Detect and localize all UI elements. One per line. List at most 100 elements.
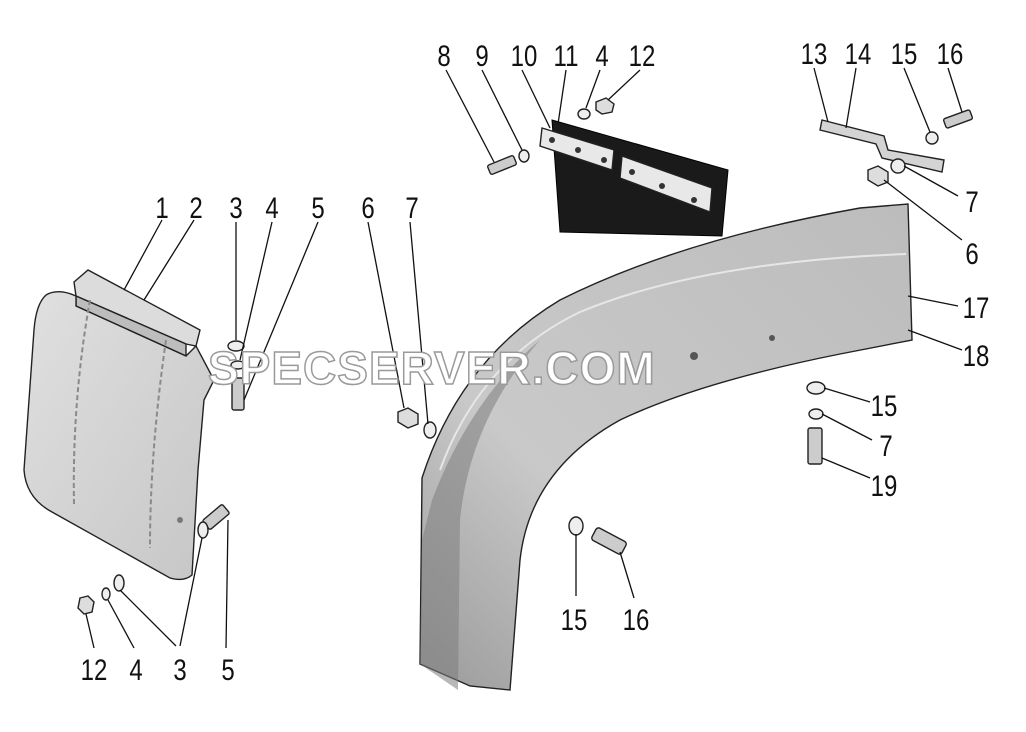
washer-3-upper	[227, 340, 245, 352]
callout-16-top: 16	[937, 36, 964, 70]
washer-15-bottom	[568, 516, 584, 536]
callout-19: 19	[871, 468, 898, 502]
leader	[557, 69, 567, 125]
leader	[85, 613, 95, 649]
flap-rib-left	[72, 299, 91, 506]
flap-hole	[177, 517, 183, 523]
callout-4-top: 4	[595, 38, 608, 72]
callout-11: 11	[554, 38, 579, 72]
fender-hole	[690, 352, 698, 360]
washer-15-right	[806, 381, 826, 395]
watermark-text: SPECSERVER.COM	[208, 342, 656, 394]
leader	[823, 387, 871, 403]
washer-3-lower-a	[197, 521, 209, 539]
strip-hole	[575, 147, 581, 153]
leader	[907, 329, 963, 351]
fender-hole	[769, 335, 775, 341]
callout-5-bottom: 5	[221, 652, 234, 686]
callout-7-right-top: 7	[965, 184, 978, 218]
spring-washer-4-upper	[230, 360, 246, 370]
leader	[903, 165, 959, 197]
right-hardware	[568, 109, 974, 555]
nut-6-center	[397, 407, 419, 429]
leader	[107, 599, 135, 649]
strip-hole	[601, 157, 607, 163]
callout-17: 17	[963, 290, 990, 324]
callout-12-bottom: 12	[81, 652, 108, 686]
bolt-16-bottom	[591, 527, 627, 555]
washer-9	[518, 149, 530, 163]
leader	[143, 219, 195, 301]
spring-washer-4-lower	[101, 587, 111, 601]
callout-3: 3	[229, 190, 242, 224]
leader	[225, 519, 229, 649]
leader	[445, 69, 495, 163]
nut-12-lower	[77, 595, 95, 615]
callout-9: 9	[475, 38, 488, 72]
leader	[619, 551, 635, 599]
strip-hole	[629, 169, 635, 175]
nut-12-top	[595, 97, 615, 115]
strip-hole	[549, 137, 555, 143]
washer-3-lower-b	[113, 574, 125, 592]
fender-shadow	[420, 340, 540, 690]
bracket-14	[819, 119, 945, 173]
strip-plate-right	[619, 155, 713, 213]
callout-2: 2	[189, 190, 202, 224]
callout-labels: 1 2 3 4 5 6 7 8 9 10 11 4 12 13 14 15 16…	[81, 36, 990, 686]
spring-washer-4-top	[577, 108, 591, 120]
fender-assembly	[419, 203, 913, 691]
fender-crease	[439, 253, 907, 471]
leader	[243, 221, 319, 401]
callout-15-top: 15	[891, 36, 918, 70]
leader	[845, 67, 857, 129]
leader	[123, 219, 163, 291]
callout-16-bottom: 16	[623, 602, 650, 636]
leader	[481, 69, 523, 151]
callout-10: 10	[511, 38, 538, 72]
spring-washer-7-center	[423, 421, 437, 439]
leader	[821, 457, 871, 479]
mud-flap-assembly	[23, 269, 215, 581]
spring-washer-7-right	[808, 408, 824, 420]
flap-rib-right	[149, 339, 167, 549]
callout-6-right: 6	[965, 236, 978, 270]
bolt-8	[487, 155, 517, 175]
leader	[813, 67, 829, 123]
leader	[585, 69, 601, 109]
callout-4: 4	[265, 190, 278, 224]
bolt-19	[807, 427, 823, 465]
callout-14: 14	[845, 36, 872, 70]
spring-washer-7-top	[890, 158, 906, 174]
strip-hole	[659, 183, 665, 189]
rubber-strip-assembly	[487, 97, 729, 237]
callout-15-bottom: 15	[561, 602, 588, 636]
leader	[607, 69, 641, 101]
leader	[179, 537, 203, 647]
bolt-16-top	[942, 109, 974, 129]
mud-flap	[23, 291, 215, 581]
callout-15-right: 15	[871, 388, 898, 422]
leader	[367, 221, 405, 409]
washer-15-top	[925, 131, 939, 145]
left-hardware	[77, 340, 437, 615]
callout-13: 13	[801, 36, 828, 70]
callout-7: 7	[405, 190, 418, 224]
callout-18: 18	[963, 338, 990, 372]
callout-3-bottom: 3	[173, 652, 186, 686]
callout-4-bottom: 4	[129, 652, 142, 686]
leader	[907, 295, 959, 307]
fender	[419, 203, 913, 691]
leader	[239, 221, 273, 361]
leader	[947, 67, 963, 113]
leader	[903, 67, 931, 133]
callout-1: 1	[155, 190, 168, 224]
leader	[821, 413, 873, 441]
leader	[409, 221, 429, 425]
callout-5: 5	[311, 190, 324, 224]
leader	[883, 179, 963, 241]
callout-8: 8	[437, 38, 450, 72]
callout-12-top: 12	[629, 38, 656, 72]
leader	[521, 69, 551, 129]
